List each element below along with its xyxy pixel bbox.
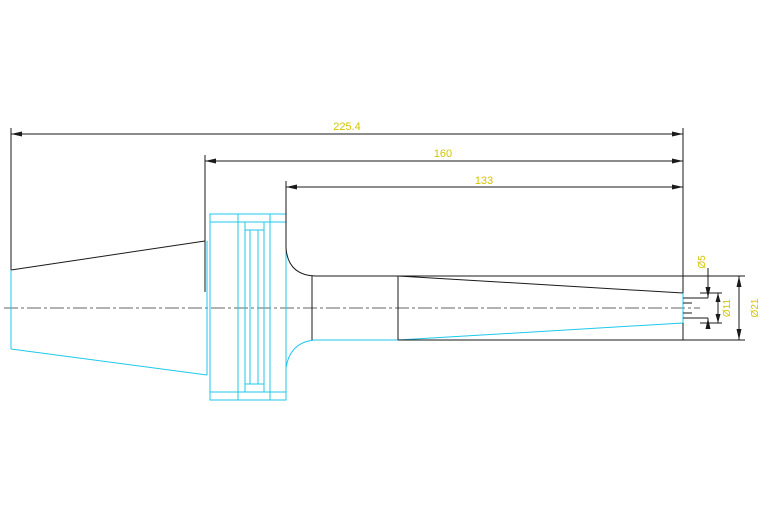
dimension-length-133: 133 [285, 175, 683, 214]
dimension-label-d11: Ø11 [722, 298, 733, 317]
dimension-overall-length: 225.4 [10, 121, 684, 276]
dimension-diameter-11: Ø11 [700, 292, 733, 324]
taper-shank [10, 240, 208, 376]
dimension-diameter-21: Ø21 [683, 275, 761, 341]
flange [204, 213, 287, 401]
dimension-label-d21: Ø21 [750, 298, 761, 317]
dimension-label-160: 160 [434, 148, 452, 160]
dimension-label-133: 133 [475, 175, 493, 187]
dimension-length-160: 160 [204, 148, 683, 241]
dimension-label-d5: Ø5 [697, 255, 708, 269]
dimension-label-overall: 225.4 [333, 121, 361, 133]
tip-bore [683, 297, 708, 319]
neck [285, 214, 398, 400]
tapered-extension [397, 275, 684, 341]
